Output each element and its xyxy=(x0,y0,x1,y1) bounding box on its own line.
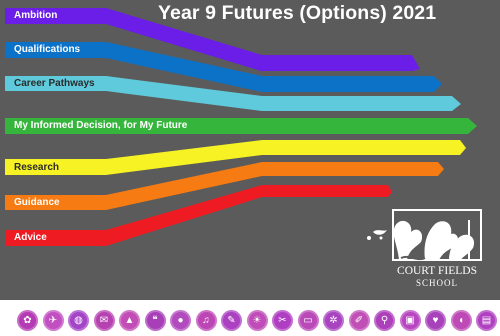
globe-icon: ◍ xyxy=(68,310,89,331)
sun-icon: ☀ xyxy=(246,310,268,331)
logo-line1: COURT FIELDS xyxy=(397,265,477,277)
ribbon-informed-decision xyxy=(5,118,477,134)
tools-icon: ✎ xyxy=(221,310,242,331)
plane-icon: ✈ xyxy=(42,310,64,331)
magnifier-icon: ⚲ xyxy=(374,310,395,331)
subject-icon-strip: ✿✈◍✉▲❝●♫✎☀✂▭✲✐⚲▣♥◖▤ xyxy=(0,300,500,336)
band-label-research: Research xyxy=(14,162,60,173)
briefcase-icon: ▣ xyxy=(399,310,421,331)
ribbon-qualifications xyxy=(5,42,442,92)
pencil-icon: ✐ xyxy=(348,310,370,331)
ribbon-graphic xyxy=(5,8,477,246)
band-label-guidance: Guidance xyxy=(14,197,60,208)
band-label-qualifications: Qualifications xyxy=(14,44,81,55)
scissors-icon: ✂ xyxy=(272,310,293,331)
ribbon-research xyxy=(5,140,466,175)
music-icon: ♫ xyxy=(195,310,217,331)
rocket-icon: ▲ xyxy=(119,310,140,331)
speech-icon: ❝ xyxy=(144,310,166,331)
paw-icon: ✿ xyxy=(17,310,38,331)
ribbon-advice xyxy=(5,185,392,246)
gear-icon: ✲ xyxy=(323,310,344,331)
ribbon-career-pathways xyxy=(5,76,461,111)
heart-icon: ♥ xyxy=(425,310,446,331)
band-label-career-pathways: Career Pathways xyxy=(14,78,95,89)
box-icon: ▤ xyxy=(476,310,497,331)
chat-icon: ✉ xyxy=(93,310,115,331)
ribbon-ambition xyxy=(5,8,420,71)
tap-icon: ◖ xyxy=(450,310,472,331)
logo-line2: SCHOOL xyxy=(416,278,458,288)
band-label-advice: Advice xyxy=(14,232,47,243)
band-label-ambition: Ambition xyxy=(14,10,58,21)
monitor-icon: ▭ xyxy=(297,310,319,331)
ribbon-guidance xyxy=(5,162,444,210)
band-label-informed-decision: My Informed Decision, for My Future xyxy=(14,120,188,131)
page-title: Year 9 Futures (Options) 2021 xyxy=(158,2,437,24)
ball-icon: ● xyxy=(170,310,191,331)
school-logo: COURT FIELDS SCHOOL xyxy=(367,209,482,288)
